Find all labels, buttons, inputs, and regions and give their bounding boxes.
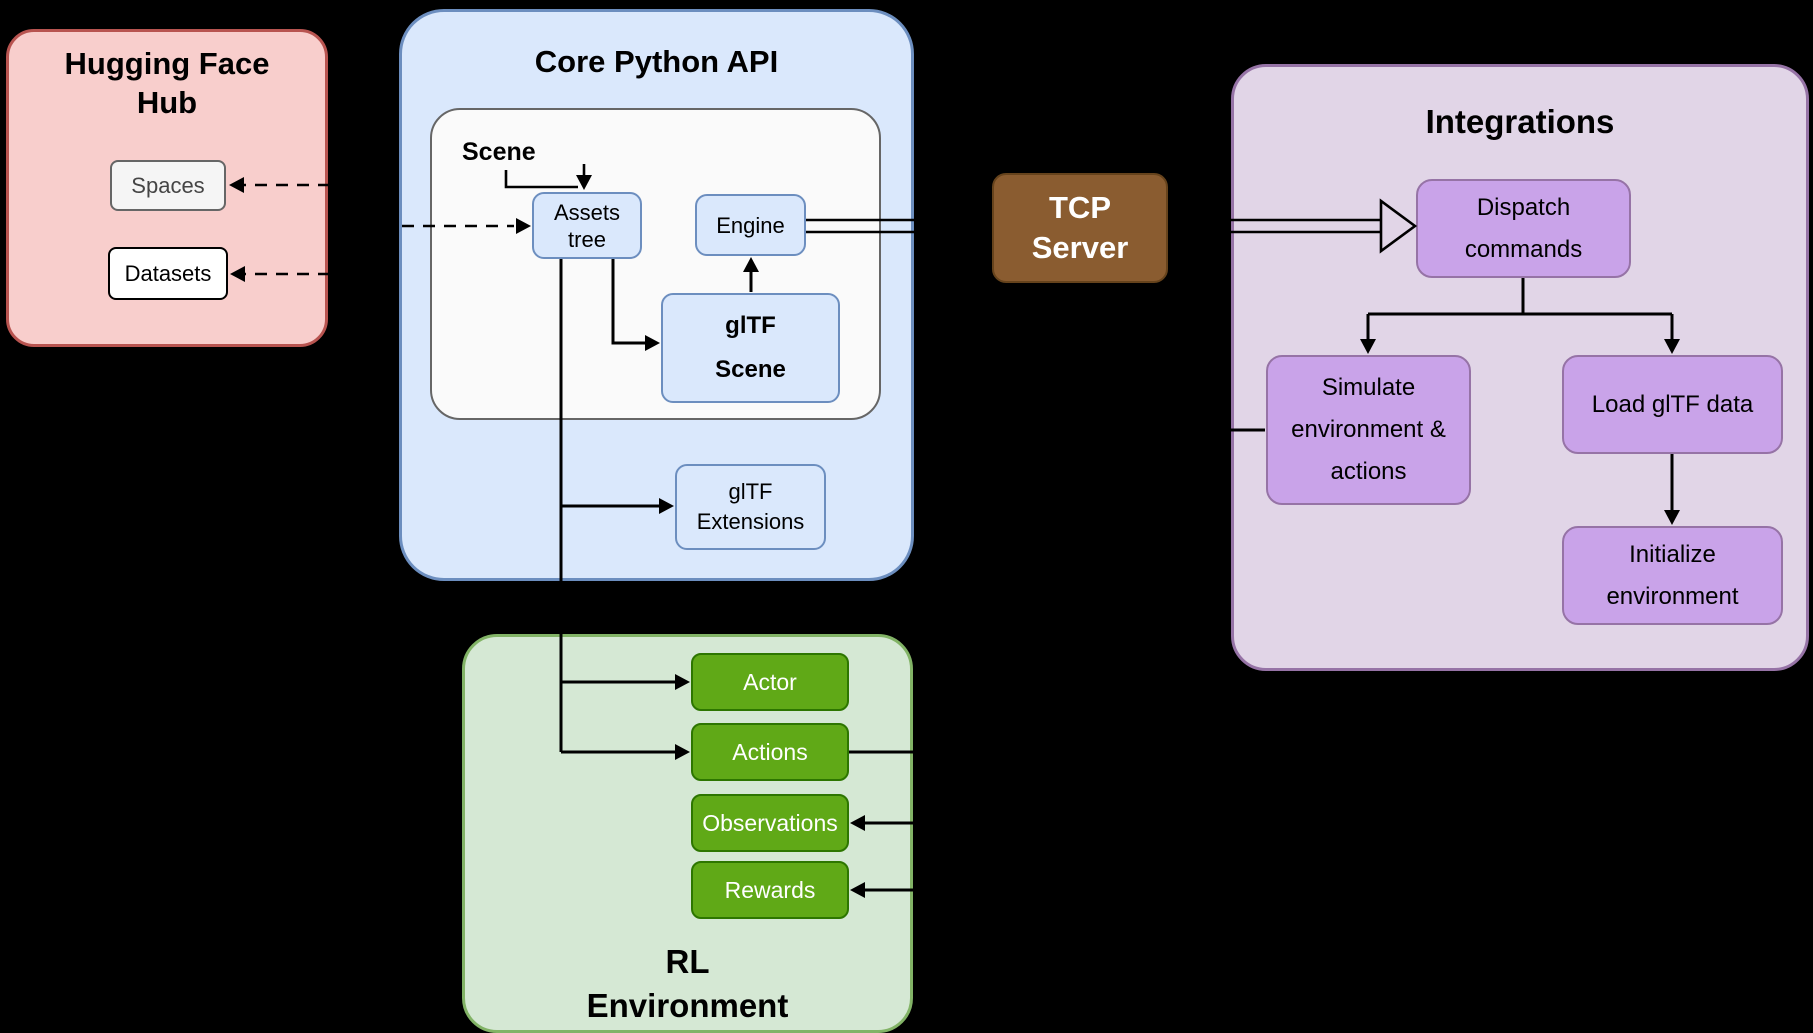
integrations-title: Integrations [1425, 103, 1615, 140]
integrations-group: Integrations Dispatch commands Simulate … [1231, 64, 1809, 671]
node-observations: Observations [691, 794, 849, 852]
node-dispatch-commands: Dispatch commands [1416, 179, 1631, 278]
node-actor: Actor [691, 653, 849, 711]
node-engine-label: Engine [716, 212, 785, 238]
node-gltf-scene: glTF Scene [661, 293, 840, 403]
core-python-api-title: Core Python API [534, 44, 779, 79]
rl-environment-group: Actor Actions Observations Rewards RL En… [462, 634, 913, 1033]
scene-container: Scene Assets tree Engine glTF Scene [430, 108, 881, 420]
node-spaces: Spaces [110, 160, 226, 211]
node-rewards: Rewards [691, 861, 849, 919]
node-datasets-label: Datasets [124, 260, 212, 286]
node-gltf-extensions-label: glTF Extensions [696, 479, 805, 534]
node-gltf-scene-label: glTF Scene [715, 312, 786, 383]
node-assets-tree: Assets tree [532, 192, 642, 259]
node-actor-label: Actor [743, 668, 797, 695]
scene-label: Scene [462, 138, 536, 166]
node-load-gltf-data: Load glTF data [1562, 355, 1783, 454]
node-actions: Actions [691, 723, 849, 781]
node-spaces-label: Spaces [131, 172, 205, 198]
node-tcp-server: TCP Server [992, 173, 1168, 283]
node-load-gltf-data-label: Load glTF data [1591, 390, 1754, 418]
rl-environment-title: RL Environment [586, 943, 789, 1024]
node-tcp-server-label: TCP Server [1031, 190, 1129, 265]
hugging-face-hub-title: Hugging Face Hub [64, 46, 270, 120]
node-simulate-environment-label: Simulate environment & actions [1291, 374, 1446, 485]
node-actions-label: Actions [732, 738, 808, 765]
node-dispatch-commands-label: Dispatch commands [1464, 193, 1583, 263]
node-initialize-environment-label: Initialize environment [1606, 540, 1739, 610]
node-observations-label: Observations [702, 809, 838, 836]
node-datasets: Datasets [108, 247, 228, 300]
node-gltf-extensions: glTF Extensions [675, 464, 826, 550]
core-python-api-group: Core Python API Scene Assets tree Engine… [399, 9, 914, 581]
hugging-face-hub-group: Hugging Face Hub Spaces Datasets [6, 29, 328, 347]
node-engine: Engine [695, 194, 806, 256]
node-rewards-label: Rewards [724, 876, 816, 903]
node-simulate-environment: Simulate environment & actions [1266, 355, 1471, 505]
node-initialize-environment: Initialize environment [1562, 526, 1783, 625]
node-assets-tree-label: Assets tree [553, 199, 621, 252]
